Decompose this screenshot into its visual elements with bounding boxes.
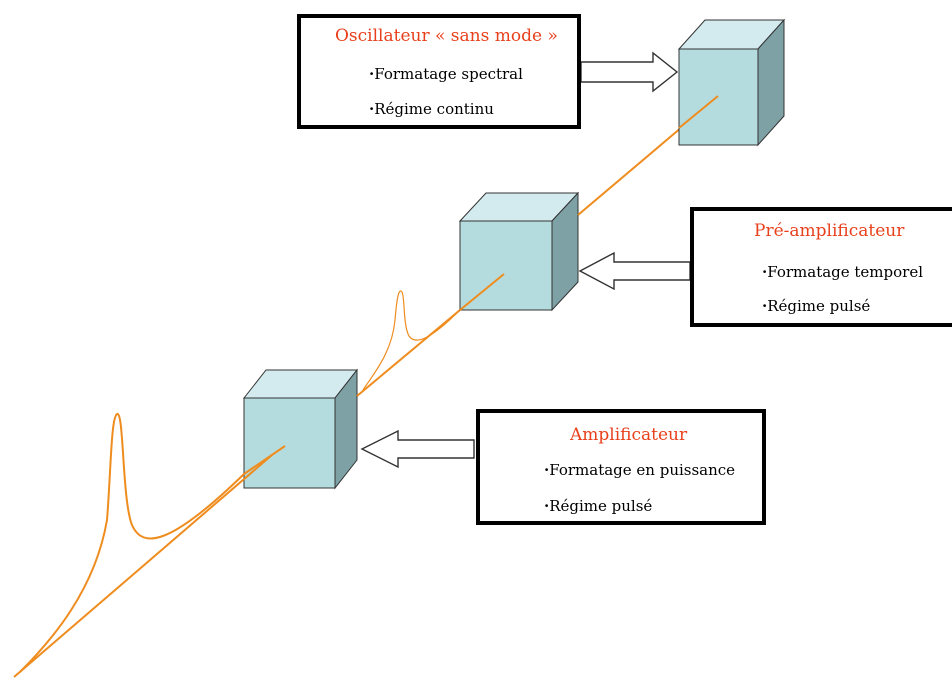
bullet: · [544, 497, 550, 515]
oscillator-cube-front [678, 48, 759, 146]
oscillator-item-1: ·Formatage spectral [369, 65, 523, 83]
beam-inside-oscillator [678, 95, 719, 129]
amplifier-item-1: ·Formatage en puissance [544, 461, 735, 479]
arrow-preamp [578, 251, 691, 291]
preamp-item-1-text: Formatage temporel [767, 263, 924, 281]
arrow-amplifier [360, 429, 475, 469]
oscillator-cube [677, 18, 786, 147]
preamp-cube-front [459, 220, 553, 311]
amplifier-cube [242, 368, 359, 490]
arrow-oscillator [580, 51, 679, 93]
arrow-preamp-shape [578, 251, 691, 291]
amplifier-pulse-shape [19, 412, 245, 673]
preamp-cube [458, 191, 580, 312]
beam-segment-amp-preamp [356, 309, 461, 397]
beam-inside-amplifier [243, 445, 286, 475]
beam-inside-preamp [459, 273, 505, 311]
bullet: · [762, 263, 768, 281]
oscillator-item-2-text: Régime continu [374, 100, 494, 118]
oscillator-item-1-text: Formatage spectral [374, 65, 523, 83]
amplifier-item-1-text: Formatage en puissance [549, 461, 736, 479]
bullet: · [369, 65, 375, 83]
amplifier-title: Amplificateur [570, 425, 688, 445]
bullet: · [544, 461, 550, 479]
amplifier-box: Amplificateur ·Formatage en puissance ·R… [476, 409, 766, 525]
preamp-item-2-text: Régime pulsé [767, 297, 871, 315]
bullet: · [369, 100, 375, 118]
oscillator-item-2: ·Régime continu [369, 100, 494, 118]
preamp-box: Pré-amplificateur ·Formatage temporel ·R… [690, 207, 952, 327]
oscillator-title: Oscillateur « sans mode » [335, 26, 558, 46]
preamp-title: Pré-amplificateur [754, 221, 905, 241]
bullet: · [762, 297, 768, 315]
preamp-item-2: ·Régime pulsé [762, 297, 870, 315]
amplifier-cube-front [243, 397, 336, 489]
preamp-item-1: ·Formatage temporel [762, 263, 923, 281]
amplifier-item-2-text: Régime pulsé [549, 497, 653, 515]
arrow-amplifier-shape [360, 429, 475, 469]
oscillator-box: Oscillateur « sans mode » ·Formatage spe… [297, 14, 581, 129]
preamp-pulse-shape [362, 290, 461, 391]
beam-segment-preamp-osc [577, 126, 683, 216]
arrow-oscillator-shape [580, 51, 679, 93]
beam-output [13, 454, 273, 678]
amplifier-item-2: ·Régime pulsé [544, 497, 652, 515]
